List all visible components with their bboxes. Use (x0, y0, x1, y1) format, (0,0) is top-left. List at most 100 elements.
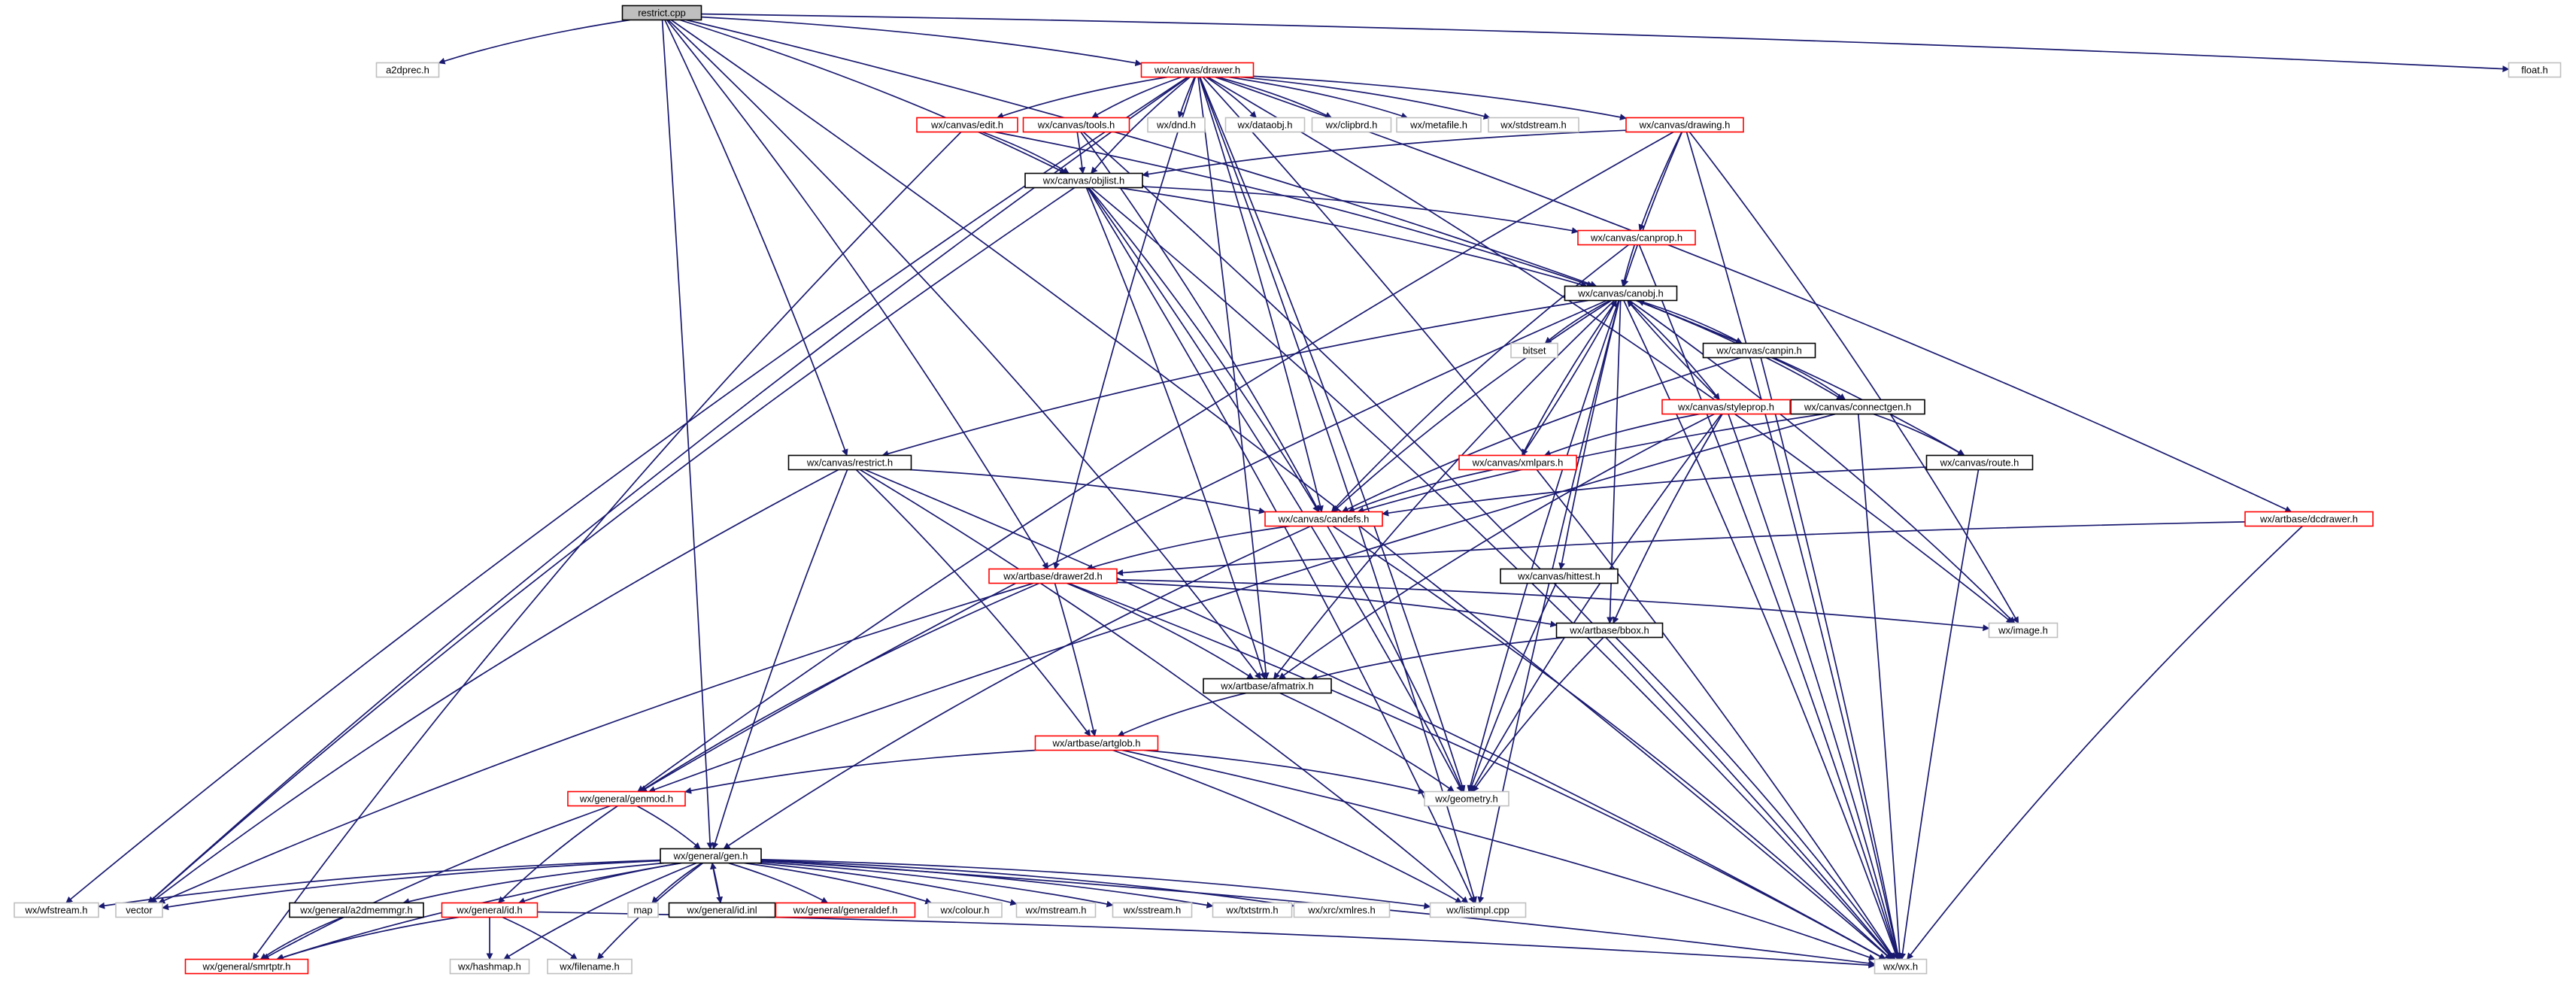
node-drawing-h[interactable]: wx/canvas/drawing.h (1625, 117, 1744, 133)
edge-canobj-h-to-candefs-h (1332, 299, 1612, 513)
node-gen-h[interactable]: wx/general/gen.h (660, 848, 762, 864)
edge-canobj-h-to-canpin-h (1637, 299, 1743, 344)
node-label: wx/xrc/xmlres.h (1307, 905, 1376, 916)
node-label: wx/mstream.h (1025, 905, 1087, 916)
edge-canobj-h-to-restrict-h (881, 299, 1588, 457)
node-box (375, 62, 440, 78)
edge-restrict-cpp-to-a2dprec-h (438, 19, 630, 65)
node-afmatrix-h[interactable]: wx/artbase/afmatrix.h (1203, 678, 1332, 694)
edge-styleprop-h-to-xmlpars-h (1543, 413, 1700, 457)
node-label: wx/colour.h (939, 905, 989, 916)
edge-xmlpars-h-to-candefs-h (1347, 469, 1494, 513)
edge-canobj-h-to-bitset (1544, 299, 1611, 344)
node-box (547, 958, 633, 975)
edge-canprop-h-to-candefs-h (1330, 244, 1629, 513)
node-box (1224, 117, 1306, 133)
node-box (1488, 117, 1579, 133)
edge-tools-h-to-objlist-h (1076, 132, 1086, 174)
node-label: wx/canvas/hittest.h (1517, 571, 1601, 582)
node-label: restrict.cpp (638, 8, 686, 19)
node-smrtptr-h[interactable]: wx/general/smrtptr.h (184, 958, 309, 975)
edge-objlist-h-to-vector (147, 187, 1076, 904)
node-vector: vector (115, 902, 163, 918)
node-label: wx/canvas/canobj.h (1577, 288, 1663, 299)
node-txtstrm-h: wx/txtstrm.h (1212, 902, 1293, 918)
node-generaldef-h[interactable]: wx/general/generaldef.h (775, 902, 916, 918)
edge-route-h-to-wx-h (1899, 469, 1980, 960)
node-candefs-h[interactable]: wx/canvas/candefs.h (1264, 511, 1383, 527)
edge-route-h-to-candefs-h (1382, 466, 1927, 517)
node-drawer2d-h[interactable]: wx/artbase/drawer2d.h (988, 568, 1118, 584)
node-label: wx/canvas/restrict.h (806, 457, 893, 469)
node-label: wx/canvas/drawer.h (1154, 65, 1240, 76)
edge-genmod-h-to-gen-h (636, 805, 701, 850)
node-bbox-h[interactable]: wx/artbase/bbox.h (1555, 622, 1664, 639)
node-box (2244, 511, 2374, 527)
node-wfstream-h: wx/wfstream.h (14, 902, 99, 918)
edge-id-h-to-wx-h (537, 911, 1876, 969)
node-objlist-h[interactable]: wx/canvas/objlist.h (1024, 172, 1143, 189)
edge-canobj-h-to-image-h (1628, 299, 2016, 624)
node-label: wx/metafile.h (1409, 120, 1467, 131)
node-label: map (633, 905, 652, 916)
node-edit-h[interactable]: wx/canvas/edit.h (916, 117, 1018, 133)
edge-restrict-h-to-candefs-h (909, 469, 1266, 514)
node-connectgen-h[interactable]: wx/canvas/connectgen.h (1790, 399, 1925, 415)
edge-drawer-h-to-afmatrix-h (1197, 77, 1270, 680)
node-label: wx/canvas/styleprop.h (1677, 402, 1774, 413)
node-canpin-h[interactable]: wx/canvas/canpin.h (1702, 342, 1816, 359)
edge-gen-h-to-wfstream-h (98, 859, 661, 909)
edge-tools-h-to-wx-h (1082, 131, 1895, 960)
node-canprop-h[interactable]: wx/canvas/canprop.h (1577, 229, 1696, 246)
node-box (1500, 568, 1619, 584)
node-box (668, 902, 776, 918)
node-id-h[interactable]: wx/general/id.h (441, 902, 539, 918)
edge-restrict-cpp-to-restrict-h (664, 20, 848, 457)
edge-a2dmemmgr-h-to-smrtptr-h (259, 916, 343, 960)
edge-drawer-h-to-vector (147, 76, 1189, 904)
edges-layer (65, 13, 2510, 969)
edge-canobj-h-to-genmod-h (639, 299, 1607, 793)
node-xmlpars-h[interactable]: wx/canvas/xmlpars.h (1458, 454, 1577, 471)
node-label: wx/canvas/canprop.h (1590, 232, 1682, 244)
node-styleprop-h[interactable]: wx/canvas/styleprop.h (1661, 399, 1791, 415)
edge-gen-h-to-hashmap-h (503, 862, 697, 960)
node-drawer-h[interactable]: wx/canvas/drawer.h (1140, 62, 1255, 78)
node-route-h[interactable]: wx/canvas/route.h (1925, 454, 2034, 471)
edge-hittest-h-to-geometry-h (1468, 583, 1557, 793)
node-box (1034, 735, 1159, 751)
edge-canobj-h-to-listimpl-cpp (1477, 300, 1620, 904)
node-label: wx/general/id.h (456, 905, 522, 916)
edge-canobj-h-to-wx-h (1623, 300, 1899, 960)
node-hittest-h[interactable]: wx/canvas/hittest.h (1500, 568, 1619, 584)
node-label: wx/artbase/afmatrix.h (1220, 681, 1314, 692)
node-label: wx/canvas/objlist.h (1042, 175, 1124, 187)
node-tools-h[interactable]: wx/canvas/tools.h (1022, 117, 1130, 133)
node-box (627, 902, 659, 918)
node-label: wx/artbase/bbox.h (1569, 625, 1649, 636)
node-restrict-h[interactable]: wx/canvas/restrict.h (787, 454, 912, 471)
node-box (1925, 454, 2034, 471)
node-a2dmemmgr-h[interactable]: wx/general/a2dmemmgr.h (289, 902, 424, 918)
node-id-inl[interactable]: wx/general/id.inl (668, 902, 776, 918)
edge-bbox-h-to-afmatrix-h (1310, 636, 1566, 681)
edge-styleprop-h-to-bbox-h (1613, 414, 1723, 624)
node-genmod-h[interactable]: wx/general/genmod.h (567, 790, 686, 807)
node-label: wx/stdstream.h (1500, 120, 1566, 131)
node-artglob-h[interactable]: wx/artbase/artglob.h (1034, 735, 1159, 751)
edge-gen-h-to-mstream-h (756, 862, 1018, 906)
edge-drawer-h-to-image-h (1207, 76, 2013, 624)
edge-dcdrawer-h-to-wx-h (1906, 525, 2303, 960)
node-label: wx/canvas/connectgen.h (1804, 402, 1911, 413)
node-dcdrawer-h[interactable]: wx/artbase/dcdrawer.h (2244, 511, 2374, 527)
node-box (449, 958, 530, 975)
node-canobj-h[interactable]: wx/canvas/canobj.h (1564, 285, 1678, 302)
node-label: wx/general/gen.h (672, 851, 748, 862)
edge-drawer2d-h-to-bbox-h (1116, 581, 1558, 628)
node-restrict-cpp[interactable]: restrict.cpp (621, 5, 702, 21)
node-a2dprec-h: a2dprec.h (375, 62, 440, 78)
node-box (1429, 902, 1527, 918)
edge-afmatrix-h-to-geometry-h (1279, 692, 1455, 793)
edge-restrict-cpp-to-afmatrix-h (667, 19, 1262, 680)
